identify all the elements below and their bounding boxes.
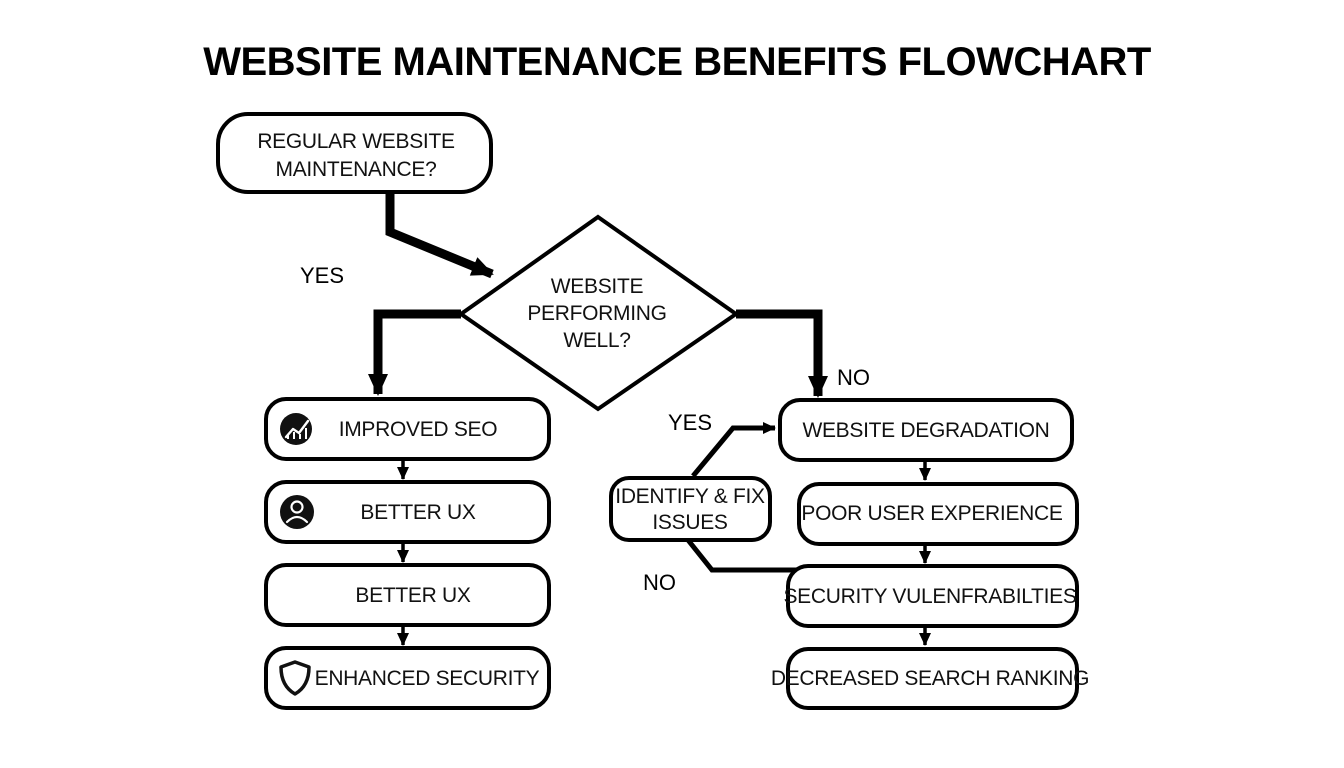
node-improved-seo: IMPROVED SEO	[264, 397, 551, 461]
node-label: REGULAR WEBSITE	[257, 130, 455, 153]
node-label: ISSUES	[652, 511, 728, 534]
connector-decision-to-degradation	[736, 309, 828, 398]
node-label: SECURITY VULENFRABILTIES	[783, 585, 1076, 608]
node-label: MAINTENANCE?	[276, 158, 437, 181]
chart-icon	[280, 413, 312, 445]
node-label: PERFORMING	[527, 302, 666, 325]
connector-decision-to-seo	[368, 309, 461, 396]
node-label: IMPROVED SEO	[339, 418, 498, 441]
node-label: BETTER UX	[360, 501, 475, 524]
edge-label-no-right: NO	[837, 365, 870, 390]
node-better-ux-1: BETTER UX	[264, 480, 551, 544]
node-label: DECREASED SEARCH RANKING	[771, 667, 1089, 690]
node-security-vulnerabilities: SECURITY VULENFRABILTIES	[783, 564, 1079, 628]
node-label: POOR USER EXPERIENCE	[801, 502, 1063, 525]
node-label: WELL?	[563, 329, 630, 352]
node-website-degradation: WEBSITE DEGRADATION	[778, 398, 1074, 462]
shield-icon	[279, 660, 311, 696]
edge-label-no-fix: NO	[643, 570, 676, 595]
connector-start-to-decision	[385, 192, 494, 279]
node-identify-fix-issues: IDENTIFY & FIX ISSUES	[609, 476, 772, 542]
node-website-performing-well: WEBSITE PERFORMING WELL?	[457, 214, 740, 412]
node-poor-user-experience: POOR USER EXPERIENCE	[797, 482, 1079, 546]
node-label: WEBSITE DEGRADATION	[802, 419, 1049, 442]
node-label: BETTER UX	[355, 584, 470, 607]
edge-label-yes-fix: YES	[668, 410, 712, 435]
node-label: WEBSITE	[551, 275, 644, 298]
node-enhanced-security: ENHANCED SECURITY	[264, 646, 551, 710]
connector-fix-to-degradation	[691, 422, 776, 478]
node-decreased-search-ranking: DECREASED SEARCH RANKING	[771, 647, 1089, 710]
node-label: ENHANCED SECURITY	[315, 667, 540, 690]
user-icon	[280, 495, 314, 529]
edge-label-yes-left: YES	[300, 263, 344, 288]
connector-vuln-to-fix	[686, 538, 797, 573]
node-better-ux-2: BETTER UX	[264, 563, 551, 627]
node-label: IDENTIFY & FIX	[615, 485, 765, 508]
node-regular-maintenance: REGULAR WEBSITE MAINTENANCE?	[216, 112, 493, 194]
page-title: WEBSITE MAINTENANCE BENEFITS FLOWCHART	[203, 40, 1151, 84]
